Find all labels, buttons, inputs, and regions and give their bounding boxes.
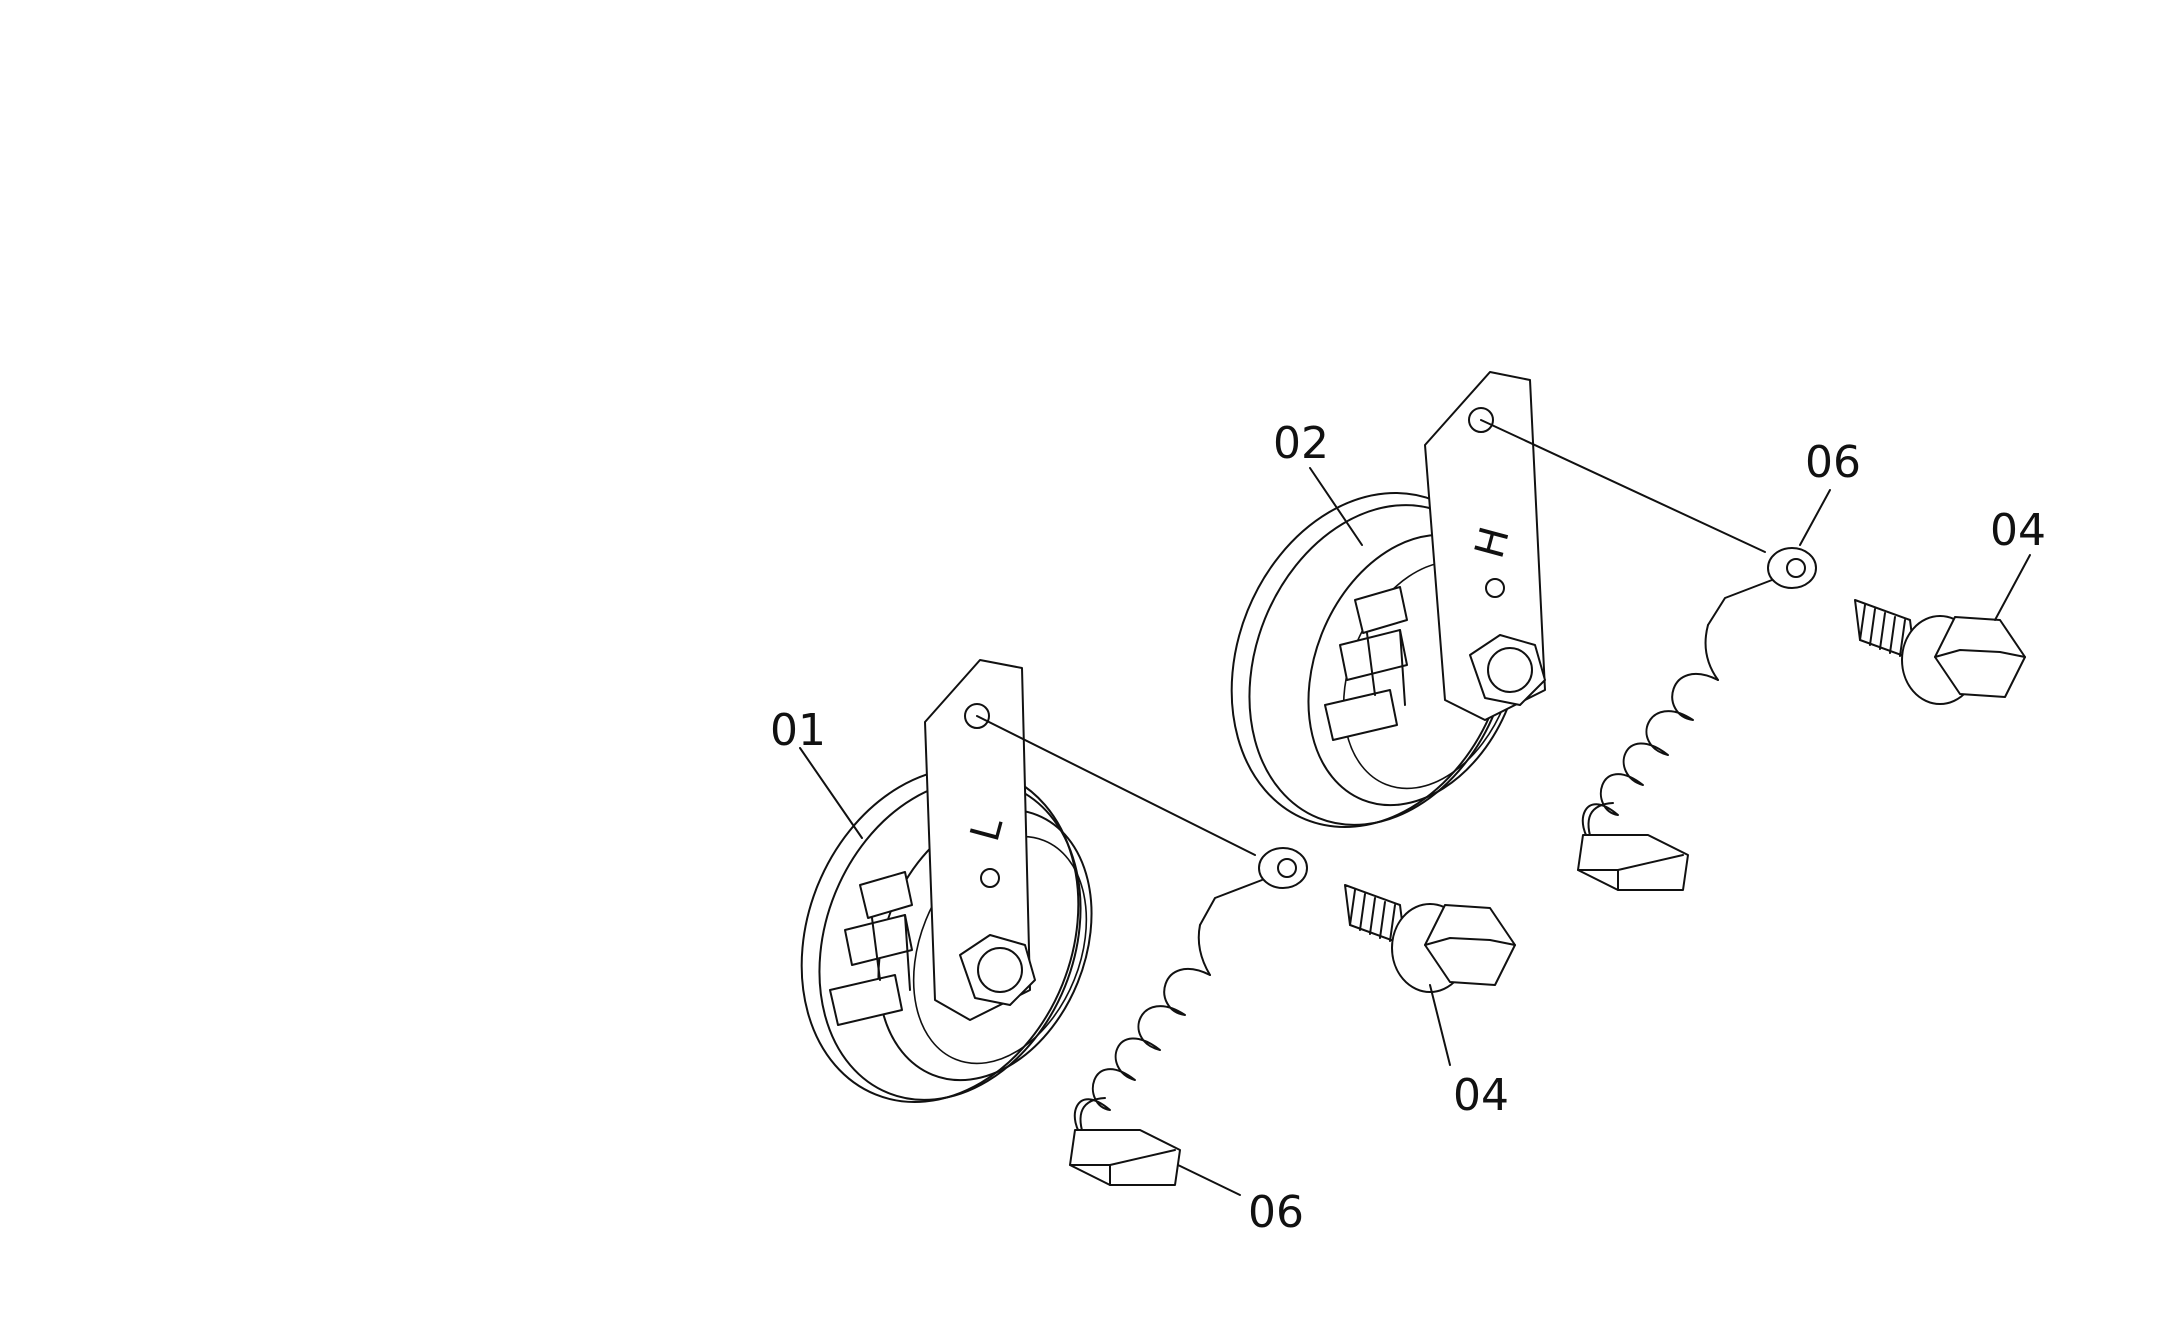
callout-04-low: 04 bbox=[1453, 1070, 1509, 1121]
connector-high bbox=[1480, 419, 1817, 891]
callout-01: 01 bbox=[770, 705, 826, 756]
bolt-high bbox=[1854, 599, 2026, 705]
callout-06-high: 06 bbox=[1805, 437, 1861, 488]
callout-04-high: 04 bbox=[1990, 505, 2046, 556]
callout-06-low: 06 bbox=[1248, 1187, 1304, 1238]
horn-low: L bbox=[800, 659, 1093, 1103]
connector-low bbox=[976, 715, 1308, 1186]
callout-02: 02 bbox=[1273, 418, 1329, 469]
bolt-low bbox=[1344, 884, 1516, 993]
horn-high: H bbox=[1230, 371, 1546, 828]
leader-lines bbox=[799, 467, 2031, 1196]
